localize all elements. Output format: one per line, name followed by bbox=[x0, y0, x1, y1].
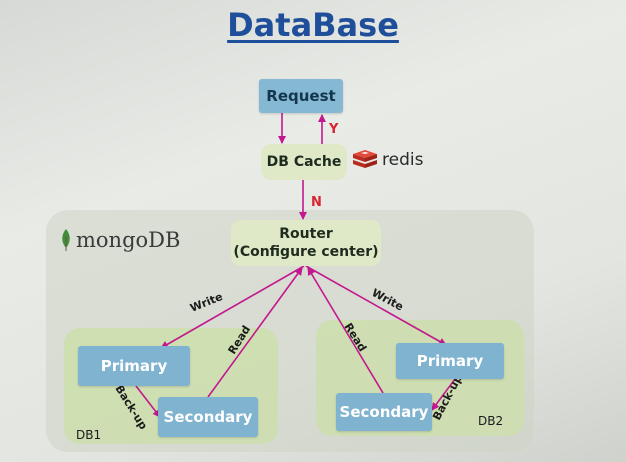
edge-label-read-right: Read bbox=[341, 321, 369, 354]
db-cache-label: DB Cache bbox=[266, 153, 342, 170]
db2-secondary-node: Secondary bbox=[336, 393, 432, 431]
db2-secondary-label: Secondary bbox=[339, 403, 429, 421]
mongodb-leaf-icon bbox=[60, 228, 72, 252]
page-title: DataBase bbox=[227, 6, 399, 44]
arrow-db1-secondary-to-router bbox=[207, 267, 303, 398]
mongodb-wordmark: mongoDB bbox=[76, 228, 181, 252]
db2-label: DB2 bbox=[478, 414, 504, 428]
router-node: Router (Configure center) bbox=[231, 220, 381, 266]
db1-secondary-label: Secondary bbox=[163, 408, 253, 426]
arrow-router-to-db1-primary bbox=[160, 265, 305, 349]
edge-label-write-left: Write bbox=[188, 290, 224, 315]
arrow-router-to-db2-primary bbox=[305, 265, 447, 346]
request-node: Request bbox=[259, 79, 343, 113]
db1-label: DB1 bbox=[76, 428, 102, 442]
edge-label-n: N bbox=[311, 195, 322, 210]
db2-primary-label: Primary bbox=[416, 352, 484, 370]
edge-label-backup-right: Back-up bbox=[430, 372, 465, 422]
arrow-db1-backup bbox=[135, 385, 161, 418]
edge-label-y: Y bbox=[328, 122, 339, 137]
mongodb-logo: mongoDB bbox=[60, 228, 180, 252]
arrow-db2-backup bbox=[431, 378, 456, 411]
db2-primary-node: Primary bbox=[396, 343, 504, 379]
db1-primary-label: Primary bbox=[100, 357, 168, 375]
edge-label-backup-left: Back-up bbox=[112, 383, 150, 432]
router-label-line2: (Configure center) bbox=[233, 244, 379, 260]
db1-secondary-node: Secondary bbox=[158, 397, 258, 437]
redis-logo: redis bbox=[352, 148, 423, 172]
router-label-line1: Router bbox=[279, 225, 333, 242]
request-label: Request bbox=[266, 87, 336, 105]
db-cache-node: DB Cache bbox=[261, 144, 347, 180]
db1-primary-node: Primary bbox=[78, 346, 190, 386]
redis-wordmark: redis bbox=[382, 150, 424, 170]
edge-label-write-right: Write bbox=[370, 286, 406, 313]
redis-icon bbox=[352, 148, 378, 172]
arrow-db2-secondary-to-router bbox=[307, 267, 384, 394]
